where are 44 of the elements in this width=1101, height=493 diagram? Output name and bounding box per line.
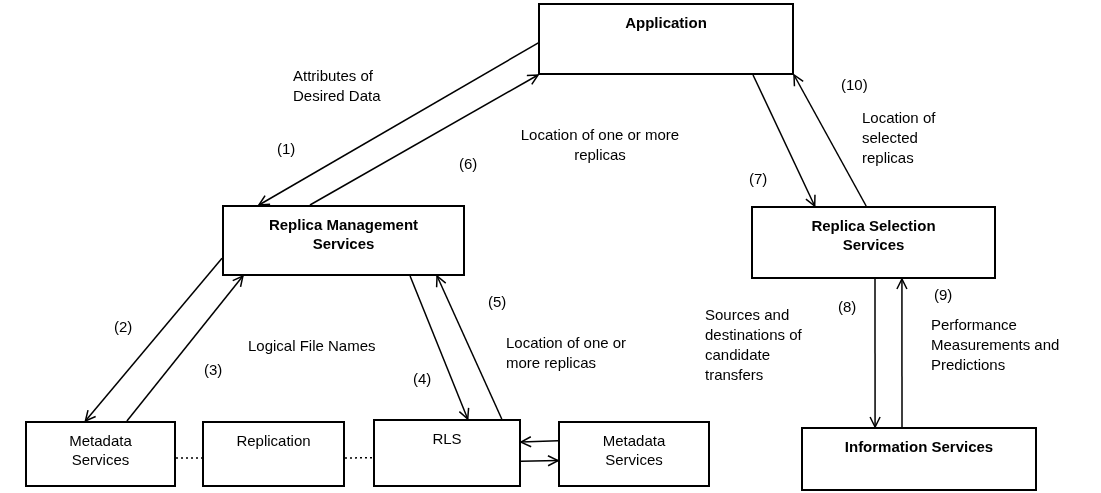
annotation-text: Performance Measurements and Predictions [931,315,1061,375]
arrow [520,436,559,448]
arrow [409,275,470,420]
node-label: Replication [236,432,311,449]
step-number: (4) [412,370,433,388]
arrow [309,74,539,206]
step-number: (8) [837,298,858,316]
step-number: (7) [748,170,769,188]
arrow [520,455,559,467]
step-number: (3) [203,361,224,379]
node-label: Metadata Services [69,432,132,468]
step-number: (2) [113,318,134,336]
annotation-text: Location of one or more replicas [519,125,681,165]
step-number: (6) [458,155,479,173]
annotation-text: Logical File Names [248,336,377,356]
annotation-text: Attributes of Desired Data [293,66,382,106]
arrow [896,278,908,428]
process-box [558,421,710,487]
process-box [751,206,996,279]
process-box [538,3,794,75]
arrow [793,74,867,207]
arrow [84,257,223,422]
process-box [202,421,345,487]
node-label: Replica Selection Services [811,217,936,253]
annotation-text: Sources and destinations of candidate transfers [705,305,803,385]
node-label: Metadata Services [602,432,666,468]
process-box [801,427,1037,491]
annotation-text: Location of one or more replicas [506,333,628,373]
process-box [373,419,521,487]
step-number: (9) [933,286,954,304]
arrow [869,278,881,428]
node-label: Application [625,14,707,31]
arrow [435,275,503,420]
step-number: (5) [487,293,508,311]
process-box [222,205,465,276]
step-number: (10) [840,76,869,94]
arrow [752,74,816,207]
process-box [25,421,176,487]
annotation-text: Location of selected replicas [862,108,937,168]
node-label: Replica Management Services [268,216,419,252]
node-label: RLS [432,430,462,447]
node-label: Information Services [844,438,994,455]
step-number: (1) [276,140,297,158]
arrow [126,275,244,422]
